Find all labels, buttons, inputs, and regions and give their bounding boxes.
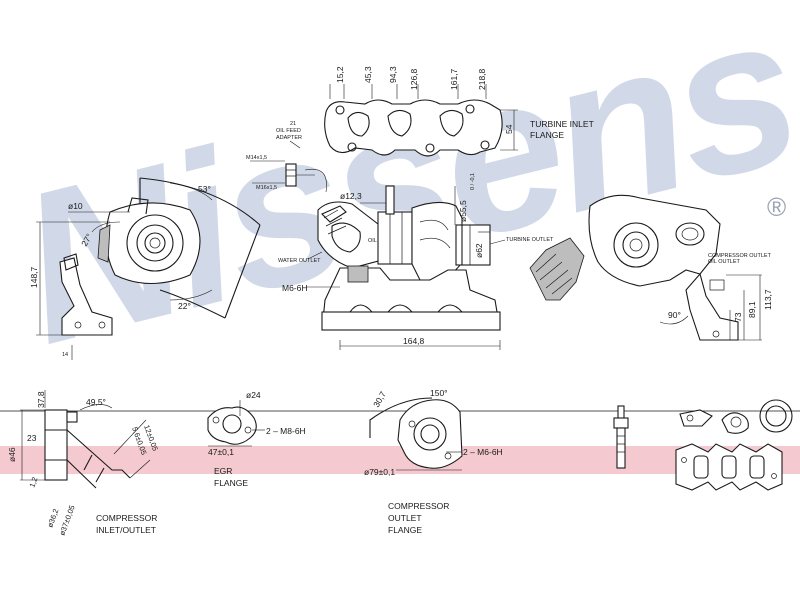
dim-d12-3: ø12,3 [340,191,362,201]
dim-45-3: 45,3 [363,66,373,83]
dim-d24: ø24 [246,390,261,400]
compressor-label-2: INLET/OUTLET [96,525,156,535]
dim-47: 47±0,1 [208,447,234,457]
dim-m6-6h-2: 2 – M6-6H [463,447,503,457]
dim-164-8: 164,8 [403,336,425,346]
nissens-watermark: Nissens [0,0,800,390]
dim-22deg: 22° [178,301,191,311]
dim-1-2: 1,2 [27,476,39,489]
oil-outlet-label: OIL OUTLET [708,259,741,265]
accessories-view [613,399,793,491]
dim-d36-2: ø36,2 [45,508,60,529]
left-view-small-dim: 14 [62,352,68,358]
dim-23: 23 [27,433,37,443]
dim-30-7: 30,7 [371,389,388,409]
compressor-outlet-flange-view: 30,7 150° 2 – M6-6H ø79±0,1 COMPRESSOR O… [364,388,503,535]
turbine-inlet-flange-view: 15,2 45,3 94,3 126,8 161,7 218,8 54 TURB… [324,66,594,157]
dim-113-7: 113,7 [763,289,773,310]
flange-dimension-labels: 15,2 45,3 94,3 126,8 161,7 218,8 [335,66,487,90]
comp-outlet-label-3: FLANGE [388,525,422,535]
dim-d55-5: ø55,5 [458,200,468,222]
dim-49-5: 49,5° [86,397,106,407]
dim-148-7: 148,7 [29,266,39,288]
dim-d79: ø79±0,1 [364,467,395,477]
dim-m8-6h: 2 – M8-6H [266,426,306,436]
dim-54: 54 [504,124,514,134]
dim-218-8: 218,8 [477,68,487,90]
turbine-outlet-label: TURBINE OUTLET [506,237,554,243]
turbine-flange-outline [324,99,503,157]
oil-feed-adapter-callout: 21 OIL FEED ADAPTER M14x1,5 M16x1,5 [246,121,327,193]
water-outlet-label: WATER OUTLET [278,258,321,264]
dim-37-8: 37,8 [36,391,46,408]
dim-126-8: 126,8 [409,68,419,90]
registered-mark: ® [767,192,786,222]
compressor-label-1: COMPRESSOR [96,513,157,523]
pink-band [0,446,800,474]
oil-feed-21: 21 [290,121,296,127]
dim-94-3: 94,3 [388,66,398,83]
turbine-inlet-label-2: FLANGE [530,130,564,140]
comp-outlet-label-2: OUTLET [388,513,422,523]
oil-feed-label: OIL FEED [276,128,301,134]
turbine-inlet-label-1: TURBINE INLET [530,119,594,129]
egr-label-1: EGR [214,466,232,476]
center-front-view: OIL 164,8 ø12,3 ø55,5 0 / -0,1 ø62 M6-6H… [278,173,554,350]
dim-d10: ø10 [68,201,83,211]
egr-label-2: FLANGE [214,478,248,488]
compressor-outlet-label: COMPRESSOR OUTLET [708,253,772,259]
watermark-text: Nissens [0,0,800,390]
egr-flange-view: ø24 2 – M8-6H 47±0,1 EGR FLANGE [207,390,306,488]
right-side-view: COMPRESSOR OUTLET OIL OUTLET 113,7 89,1 … [529,194,773,341]
m16-label: M16x1,5 [256,185,277,191]
dim-161-7: 161,7 [449,68,459,90]
dim-m6-6h: M6-6H [282,283,308,293]
dim-d46: ø46 [7,447,17,462]
dim-tol: 0 / -0,1 [470,173,476,190]
dim-15-2: 15,2 [335,66,345,83]
dim-150deg: 150° [430,388,448,398]
dim-d62: ø62 [474,243,484,258]
dim-73: 73 [733,312,743,322]
comp-outlet-label-1: COMPRESSOR [388,501,449,511]
dim-90deg: 90° [668,310,681,320]
left-side-view: 148,7 ø10 27° 53° 22° 14 [29,177,261,360]
dim-53deg: 53° [198,184,211,194]
center-oil-label: OIL [368,238,377,244]
dim-89-1: 89,1 [747,301,757,318]
m14-label: M14x1,5 [246,155,267,161]
dim-d37: ø37±0,05 [57,504,76,537]
oil-feed-adapter-label: ADAPTER [276,135,302,141]
